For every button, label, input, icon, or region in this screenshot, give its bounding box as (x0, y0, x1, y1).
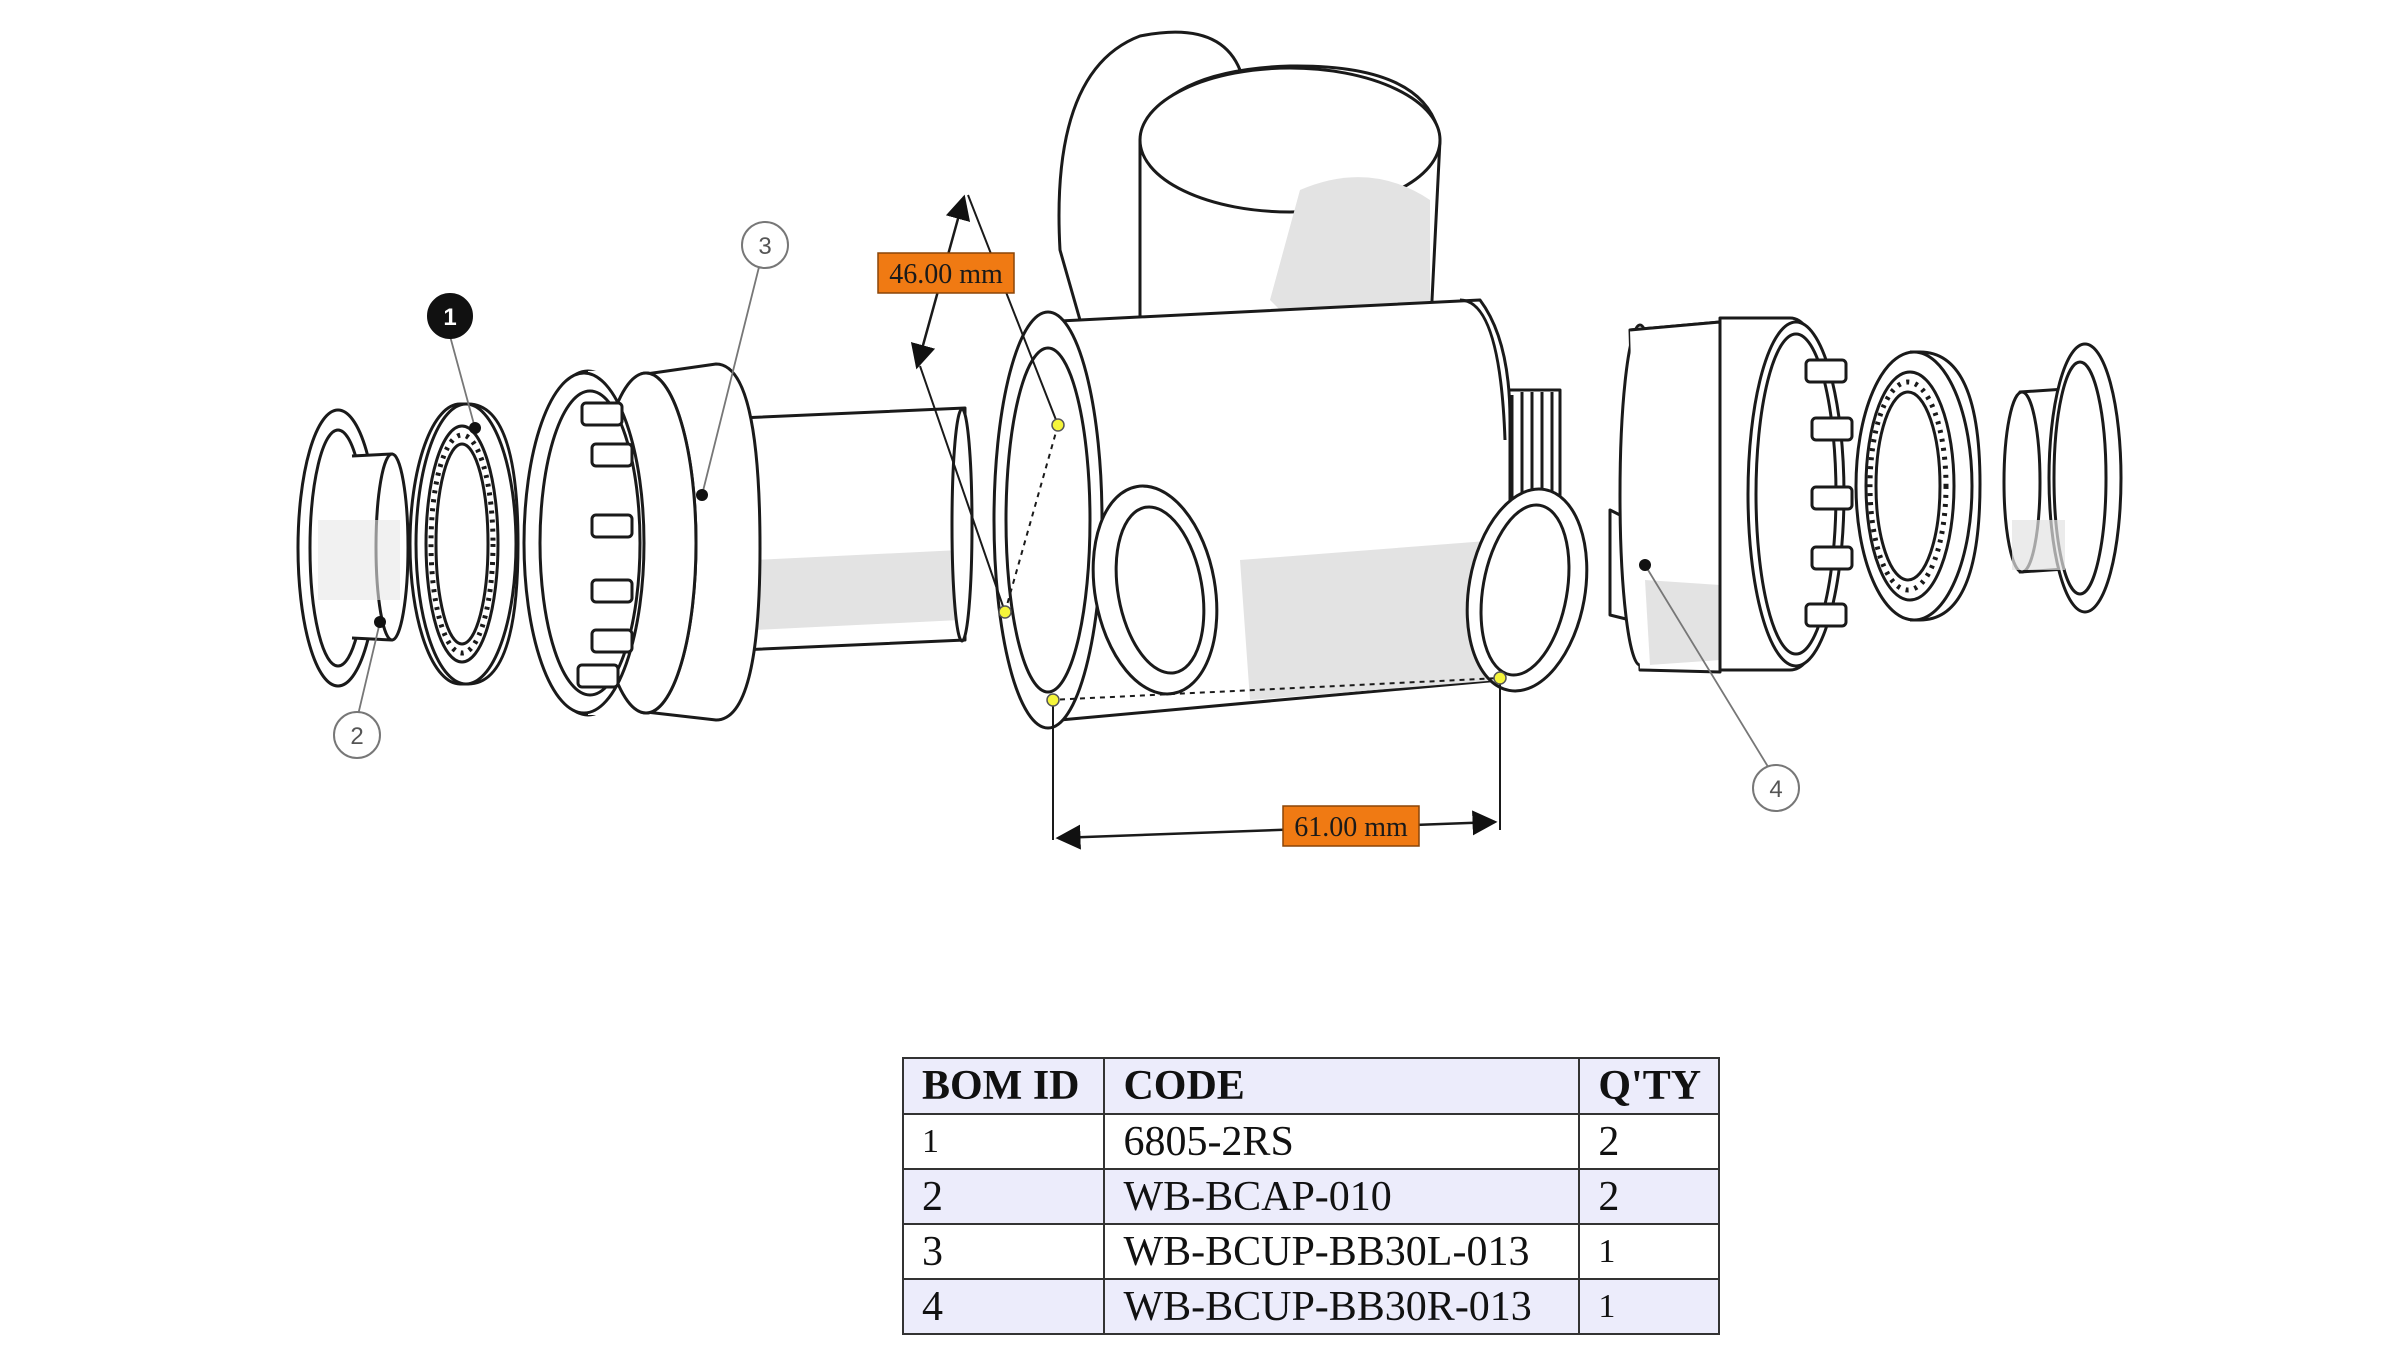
bom-header-id: BOM ID (901, 1057, 1106, 1115)
left-bearing (408, 402, 520, 686)
pick-point (1051, 418, 1065, 432)
bom-cell-code: 6805-2RS (1103, 1113, 1581, 1170)
pick-point (1046, 693, 1060, 707)
svg-text:46.00 mm: 46.00 mm (889, 259, 1003, 290)
callout-balloon-2: 2 (333, 711, 381, 759)
callout-balloon-3: 3 (741, 221, 789, 269)
bom-cell-code: WB-BCAP-010 (1103, 1168, 1581, 1225)
pick-point (998, 605, 1012, 619)
svg-text:4: 4 (1769, 776, 1782, 803)
svg-text:3: 3 (758, 233, 771, 260)
bom-table: BOM ID CODE Q'TY 1 6805-2RS 2 2 WB-BCAP-… (901, 1057, 1720, 1335)
callout-dots (374, 422, 1651, 628)
bom-row: 1 6805-2RS 2 (901, 1113, 1720, 1170)
bottom-bracket-shell (992, 30, 1589, 730)
callout-balloon-4: 4 (1752, 764, 1800, 812)
right-bearing (1854, 350, 1982, 622)
bom-row: 4 WB-BCUP-BB30R-013 1 (901, 1278, 1720, 1335)
bom-row: 2 WB-BCAP-010 2 (901, 1168, 1720, 1225)
bom-cell-id: 1 (901, 1113, 1106, 1170)
bom-cell-qty: 2 (1578, 1168, 1720, 1225)
bom-cell-code: WB-BCUP-BB30L-013 (1103, 1223, 1581, 1280)
bom-cell-qty: 1 (1578, 1278, 1720, 1335)
bom-header-qty: Q'TY (1578, 1057, 1720, 1115)
pick-point (1493, 671, 1507, 685)
right-bearing-cup (1608, 316, 1854, 674)
callout-leaders (357, 262, 1771, 771)
dimension-label-horizontal: 61.00 mm (1282, 805, 1420, 847)
bom-header-row: BOM ID CODE Q'TY (901, 1057, 1720, 1115)
bom-header-code: CODE (1103, 1057, 1581, 1115)
bom-cell-code: WB-BCUP-BB30R-013 (1103, 1278, 1581, 1335)
bom-cell-id: 2 (901, 1168, 1106, 1225)
bom-cell-id: 3 (901, 1223, 1106, 1280)
right-bearing-cap (2002, 342, 2123, 614)
svg-text:1: 1 (443, 304, 456, 331)
bom-cell-qty: 1 (1578, 1223, 1720, 1280)
svg-text:61.00 mm: 61.00 mm (1294, 812, 1408, 843)
left-bearing-cup (522, 362, 974, 722)
measurement-overlay (910, 194, 1507, 850)
bom-row: 3 WB-BCUP-BB30L-013 1 (901, 1223, 1720, 1280)
bom-cell-qty: 2 (1578, 1113, 1720, 1170)
svg-text:2: 2 (350, 723, 363, 750)
callout-balloon-1: 1 (427, 293, 473, 339)
dimension-label-angled: 46.00 mm (877, 252, 1015, 294)
bom-cell-id: 4 (901, 1278, 1106, 1335)
left-bearing-cap (296, 408, 410, 688)
